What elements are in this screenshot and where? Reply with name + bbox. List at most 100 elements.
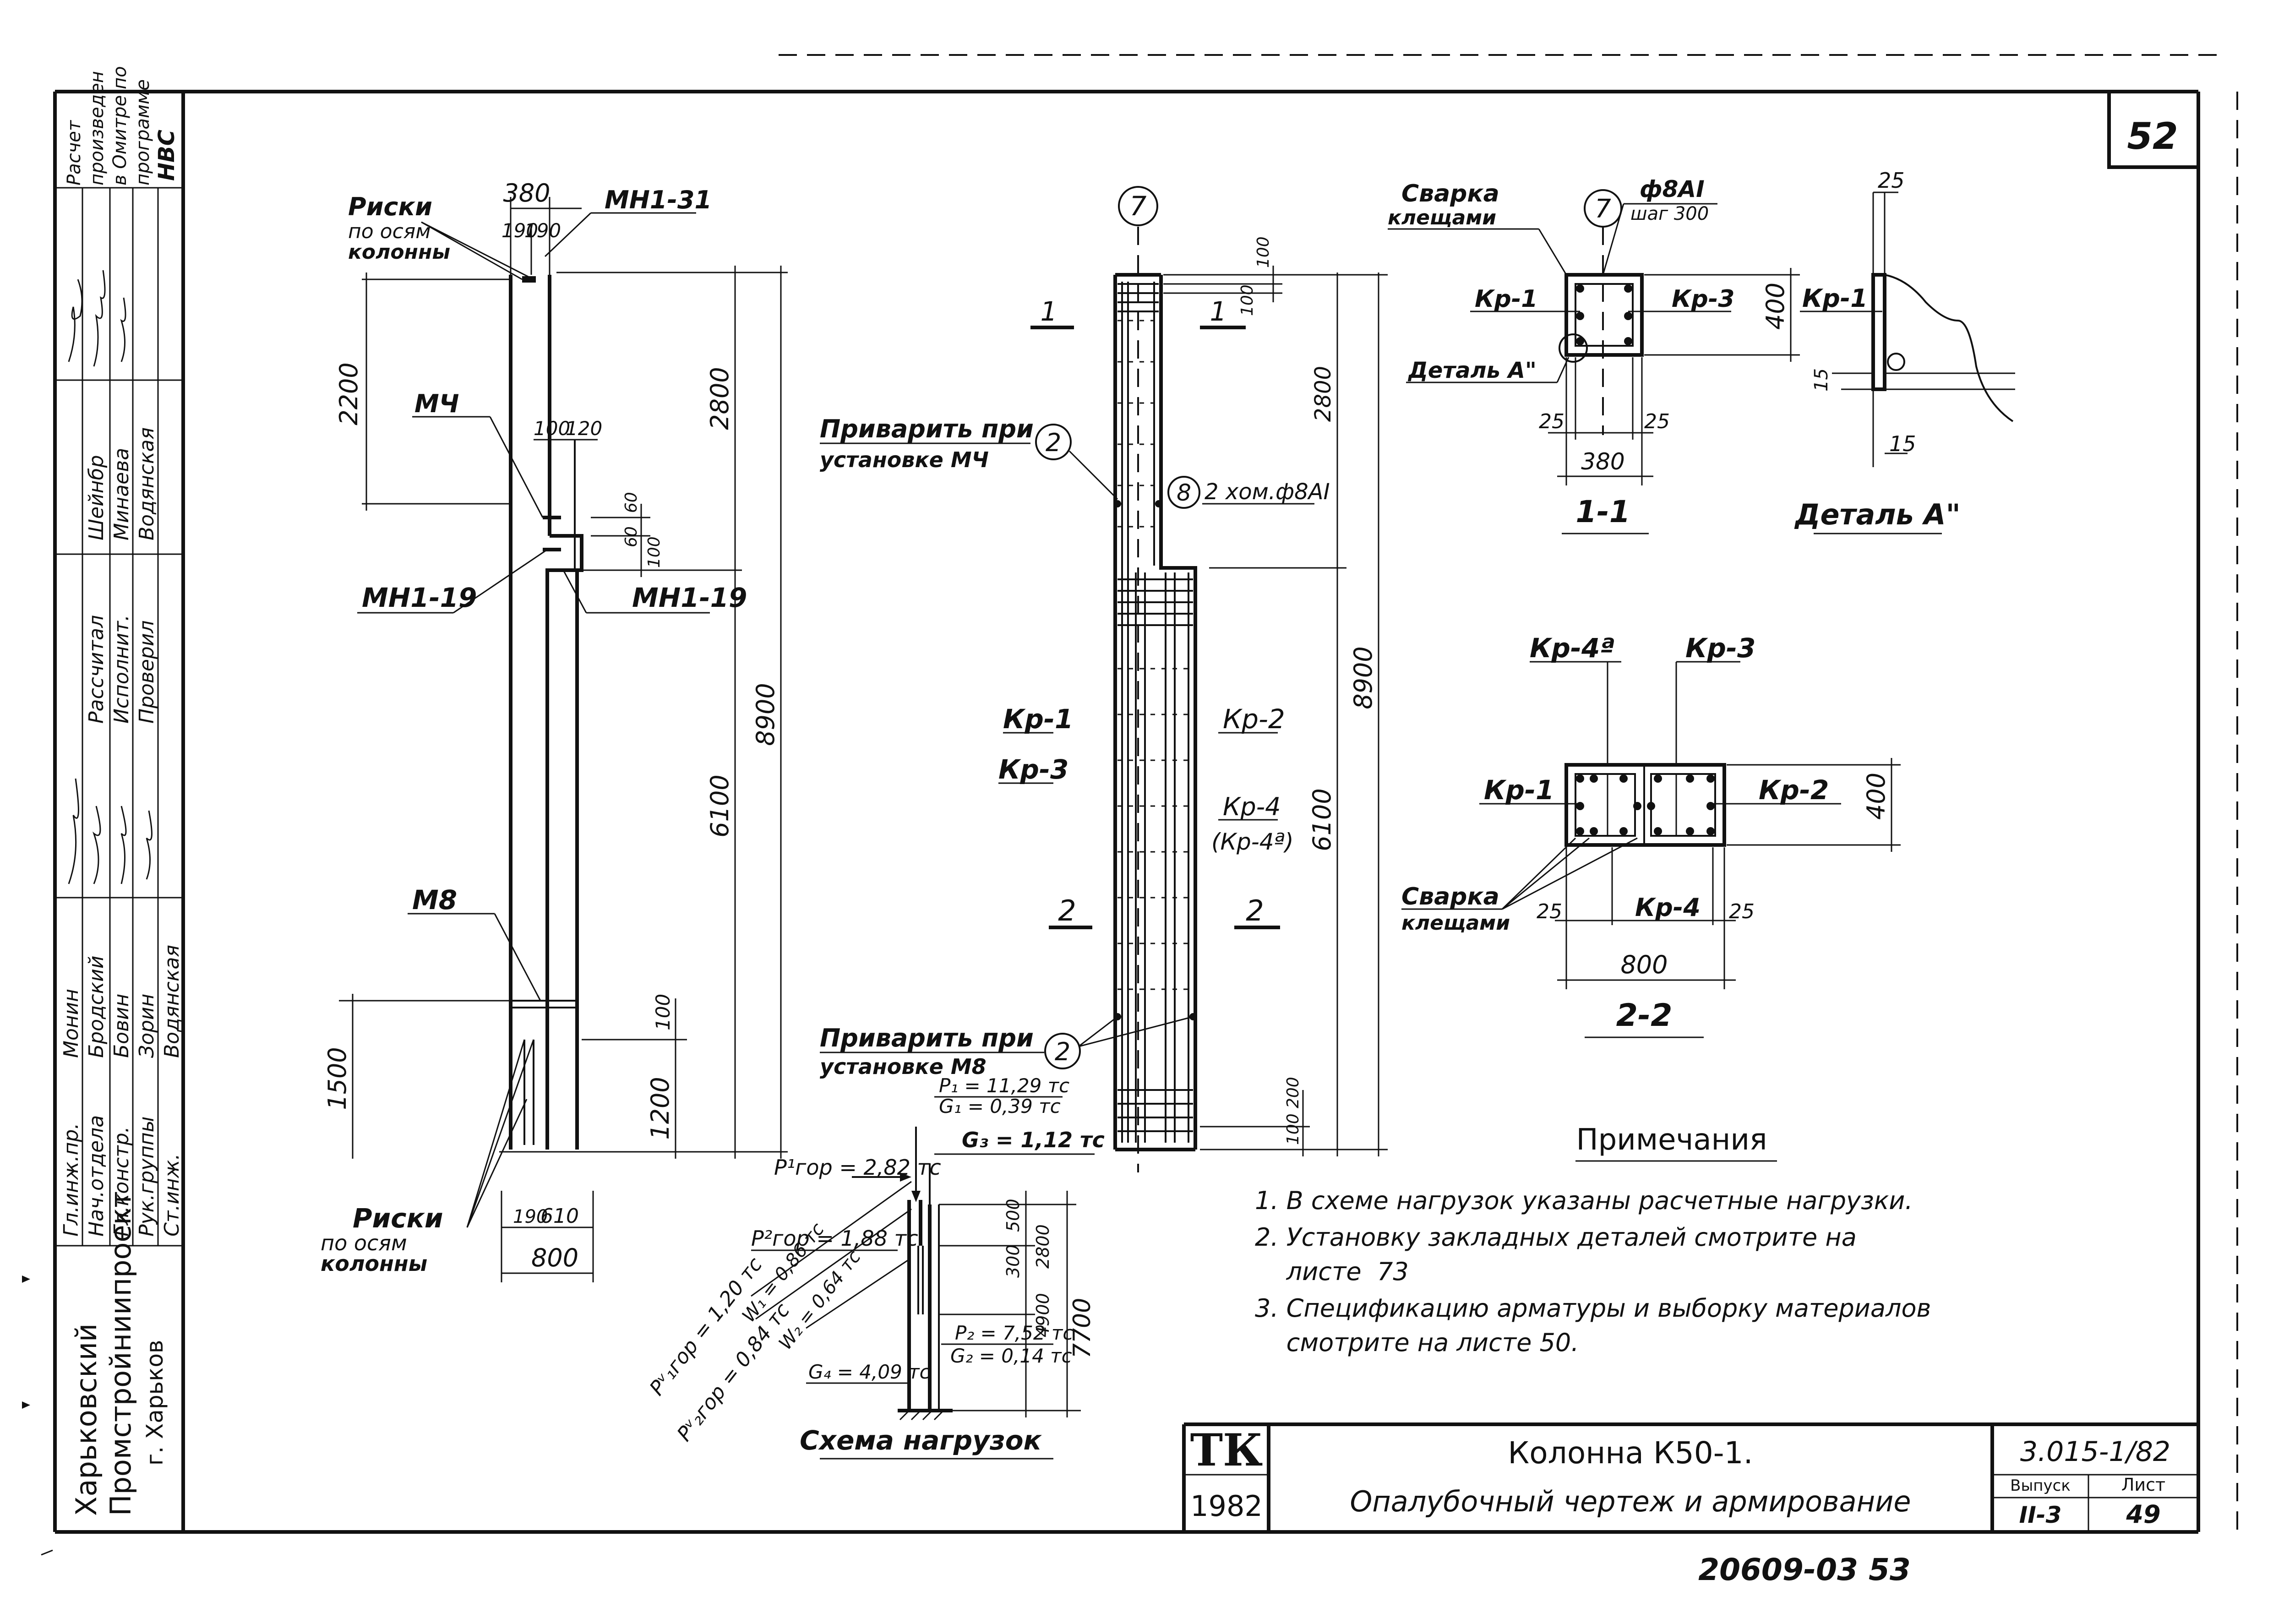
tb-issue-label: Выпуск: [2010, 1477, 2071, 1495]
detail-a: 25 Кр-1 15 15 Деталь А": [1794, 168, 2015, 534]
title-block: ТК 1982 Колонна К50-1. Опалубочный черте…: [1182, 1422, 2198, 1532]
load-g4: G₄ = 4,09 тс: [808, 1361, 930, 1383]
bottom-code: 20609-03 53: [1698, 1552, 1911, 1587]
load-g2: G₂ = 0,14 тс: [950, 1345, 1072, 1367]
stamp-name2: Минаева: [110, 448, 133, 540]
dim-25-detail: 25: [1878, 168, 1905, 193]
section-1-1: Сварка клещами 7 ф8АI шаг 300 Кр-1 Кр-3 …: [1388, 176, 1800, 534]
kp1-detail: Кр-1: [1802, 284, 1868, 313]
stamp-role: Рук.группы: [135, 1117, 158, 1237]
stamp-name: Бовин: [110, 994, 133, 1058]
axis-7: 7: [1130, 191, 1147, 222]
dim-800-22: 800: [1620, 950, 1668, 979]
kp4a-22: Кр-4ª: [1530, 632, 1615, 664]
notes-title: Примечания: [1576, 1123, 1767, 1157]
kp2-22: Кр-2: [1759, 774, 1829, 806]
stamp-name2: Водянская: [135, 427, 158, 540]
label-kp4: Кр-4: [1223, 792, 1281, 821]
section-mark-1-left: 1: [1041, 296, 1057, 327]
kp1-11: Кр-1: [1475, 285, 1538, 313]
weld-m8-label: Приварить при: [820, 1024, 1034, 1052]
section-title-11: 1-1: [1575, 494, 1630, 529]
dim-4900: 4900: [1033, 1293, 1053, 1337]
section-mark-2-right: 2: [1246, 894, 1264, 927]
load-p1gor-v: Pᵛ₁гор = 1,20 тс: [645, 1253, 767, 1400]
section-title-22: 2-2: [1616, 997, 1673, 1034]
tb-sheet-value: 49: [2126, 1500, 2160, 1529]
bar-f8: ф8АI: [1640, 176, 1705, 202]
signature-marks-middle: [68, 778, 153, 884]
dim-15b-detail: 15: [1889, 431, 1916, 456]
dim-380: 380: [503, 179, 550, 207]
dim-100b-r: 100: [1238, 284, 1257, 316]
tb-issue-value: II-3: [2019, 1502, 2062, 1528]
dim-8900-r: 8900: [1349, 646, 1378, 709]
dim-1200: 1200: [646, 1077, 675, 1139]
dim-100a: 100: [1254, 236, 1273, 268]
circle-2-bottom: 2: [1055, 1037, 1070, 1066]
stamp-role: Ст.инж.: [160, 1154, 184, 1237]
dim-25a-11: 25: [1539, 410, 1564, 433]
dim-6100: 6100: [705, 774, 734, 837]
dim-7700: 7700: [1068, 1298, 1096, 1358]
stamp-name: Монин: [60, 989, 83, 1058]
detail-ref: Деталь А": [1407, 358, 1537, 383]
dim-100b: 100: [645, 536, 664, 568]
stamp-role: Гл.констр.: [110, 1126, 133, 1237]
label-mn1-31: МН1-31: [605, 185, 712, 214]
circle-8: 8: [1177, 480, 1191, 506]
dim-100: 100: [534, 417, 570, 440]
sheet-frame: [53, 54, 2238, 1534]
stamp-org-line: Харьковский: [70, 1324, 103, 1516]
axis-7-sec11: 7: [1595, 194, 1611, 224]
label-riski-top: колонны: [348, 240, 450, 264]
dim-25a-22: 25: [1537, 900, 1562, 923]
weld-m8-label: установке М8: [820, 1054, 987, 1079]
tb-logo: ТК: [1190, 1424, 1263, 1476]
load-p1gor: P¹гор = 2,82 тс: [774, 1155, 941, 1180]
dim-8900: 8900: [751, 683, 780, 746]
load-g3: G₃ = 1,12 тс: [962, 1128, 1105, 1152]
kp4-22: Кр-4: [1635, 893, 1701, 922]
kp1-22: Кр-1: [1484, 774, 1554, 806]
weld-label-22: клещами: [1401, 911, 1510, 935]
dim-25b-11: 25: [1644, 410, 1670, 433]
dim-2800-load: 2800: [1033, 1224, 1053, 1269]
dim-500: 500: [1003, 1199, 1023, 1232]
label-riski-top: Риски: [348, 192, 432, 221]
tb-sheet-label: Лист: [2121, 1475, 2165, 1495]
left-stamp: Расчет произведен в Омитре по программе …: [55, 66, 184, 1516]
stamp-name: Бродский: [85, 956, 108, 1058]
reinforcement-elevation: 7: [820, 186, 1388, 1172]
dim-2800: 2800: [705, 367, 734, 430]
weld-label-22: Сварка: [1401, 883, 1499, 910]
sheet-number-box: 52: [2107, 92, 2198, 169]
load-p1: P₁ = 11,29 тс: [939, 1074, 1069, 1097]
dim-100c-r: 100: [1284, 1113, 1303, 1145]
section-2-2: Кр-4ª Кр-3 Кр-1 Кр-2 400 Сварка клещами: [1401, 632, 1901, 1038]
stamp-note-line: НВС: [154, 130, 180, 181]
load-g1: G₁ = 0,39 тс: [939, 1095, 1061, 1117]
stamp-org-line: г. Харьков: [142, 1340, 168, 1466]
weld-mch-label: установке МЧ: [820, 447, 989, 472]
stamp-org-line: Промстройниипроект: [104, 1191, 137, 1516]
stamp-role: Нач.отдела: [85, 1115, 108, 1237]
dim-190b: 190: [524, 219, 561, 242]
note-line: 2. Установку закладных деталей смотрите …: [1255, 1223, 1857, 1252]
label-riski-bottom: Риски: [353, 1203, 443, 1234]
note-line: 1. В схеме нагрузок указаны расчетные на…: [1255, 1186, 1913, 1215]
stamp-role2: Исполнит.: [110, 615, 133, 724]
kp3-11: Кр-3: [1672, 285, 1735, 313]
tb-line1: Колонна К50-1.: [1508, 1435, 1753, 1471]
dim-400-22: 400: [1862, 773, 1891, 820]
section-mark-1-right: 1: [1210, 296, 1227, 327]
signature-marks-upper: [68, 270, 126, 367]
load-p2gor: P²гор = 1,88 тс: [751, 1226, 918, 1251]
dim-15a-detail: 15: [1811, 368, 1832, 392]
dim-25b-22: 25: [1729, 900, 1755, 923]
kp3-22: Кр-3: [1685, 632, 1755, 664]
stamp-note-line: произведен: [87, 71, 108, 185]
stamp-name2: Шейнбр: [85, 455, 108, 540]
load-scheme-title: Схема нагрузок: [800, 1425, 1042, 1456]
